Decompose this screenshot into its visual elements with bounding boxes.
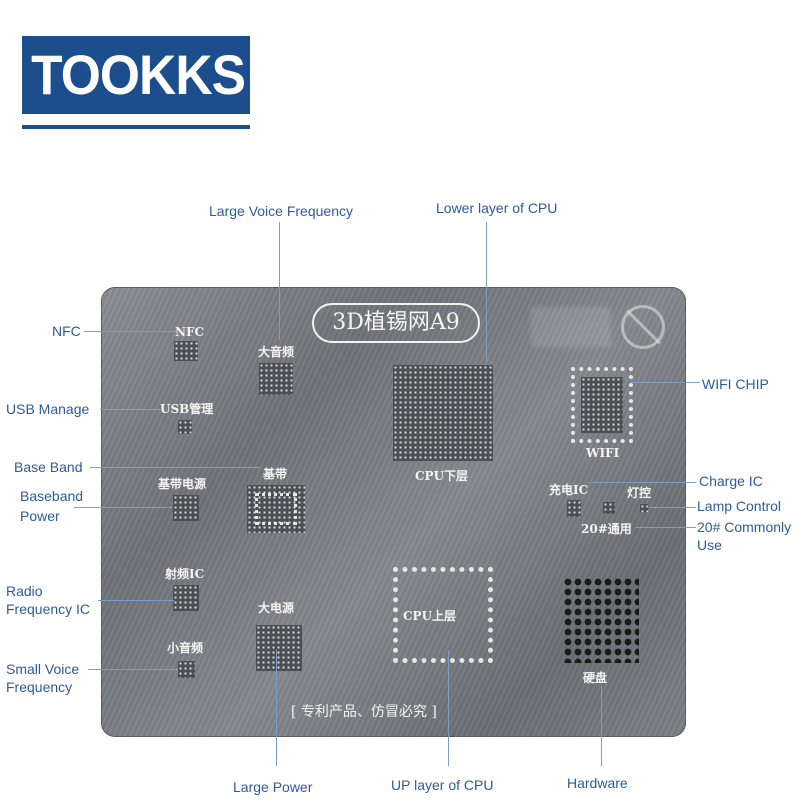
callout-small-voice-line2: Frequency xyxy=(6,679,73,695)
brand-logo-text: TOOKKS xyxy=(31,43,246,106)
logo-underline xyxy=(22,125,250,129)
callout-large-power: Large Power xyxy=(233,779,313,795)
callout-line-cpu-lower xyxy=(486,222,487,362)
plate-label-cpu-upper: CPU上层 xyxy=(403,609,457,623)
plate-label-large-power: 大电源 xyxy=(258,601,295,615)
nfc-pad xyxy=(174,341,198,361)
callout-radio-line1: Radio xyxy=(6,583,43,599)
plate-label-cpu-lower: CPU下层 xyxy=(415,469,469,483)
callout-charge: Charge IC xyxy=(699,473,763,489)
callout-cpu-upper: UP layer of CPU xyxy=(391,777,494,793)
small-voice-pad xyxy=(178,661,195,678)
plate-label-hardware: 硬盘 xyxy=(583,671,608,685)
callout-cpu-lower: Lower layer of CPU xyxy=(436,200,558,216)
hardware-hole-grid xyxy=(563,577,639,663)
baseband-frame xyxy=(255,493,297,525)
callout-common-line2: Use xyxy=(697,537,722,553)
common-pad xyxy=(603,502,615,514)
plate-label-charge-ic: 充电IC xyxy=(549,483,589,497)
callout-wifi: WIFI CHIP xyxy=(702,376,769,392)
callout-nfc: NFC xyxy=(52,323,81,339)
lamp-pad xyxy=(640,504,648,512)
large-voice-pad xyxy=(259,363,293,395)
callout-line-charge xyxy=(588,482,696,483)
baseband-power-pad xyxy=(173,495,199,521)
plate-footer: [ 专利产品、仿冒必究 ] xyxy=(291,704,437,720)
callout-line-large-voice xyxy=(279,222,280,340)
wifi-pad xyxy=(581,377,623,433)
plate-label-usb: USB管理 xyxy=(160,402,214,416)
callout-baseband-power-line2: Power xyxy=(20,508,60,524)
wifi-frame xyxy=(571,367,633,443)
plate-label-baseband-power: 基带电源 xyxy=(158,477,207,491)
stencil-plate: 3D植锡网A9 NFC USB管理 基带电源 射频IC 小音频 大音频 基带 大… xyxy=(101,287,686,737)
large-power-pad xyxy=(256,625,302,671)
plate-label-common-use: 20#通用 xyxy=(581,522,632,536)
plate-label-small-voice: 小音频 xyxy=(167,641,204,655)
plate-label-wifi: WIFI xyxy=(586,446,620,460)
callout-large-voice: Large Voice Frequency xyxy=(209,203,353,219)
brand-logo: TOOKKS xyxy=(22,36,250,114)
callout-line-base-band xyxy=(90,467,260,468)
charge-ic-pad xyxy=(567,500,581,517)
cpu-lower-pad xyxy=(393,365,493,461)
radio-ic-pad xyxy=(173,585,199,611)
prohibition-icon xyxy=(621,305,665,349)
plate-label-baseband: 基带 xyxy=(263,467,288,481)
plate-label-radio-ic: 射频IC xyxy=(165,567,205,581)
plate-title: 3D植锡网A9 xyxy=(312,303,480,343)
callout-line-wifi xyxy=(632,382,700,383)
callout-usb: USB Manage xyxy=(6,401,90,417)
cpu-upper-frame xyxy=(393,567,493,663)
callout-hardware: Hardware xyxy=(567,775,628,791)
callout-radio-line2: Frequency IC xyxy=(6,601,91,617)
callout-line-cpu-upper xyxy=(448,650,449,766)
callout-line-usb xyxy=(100,409,160,410)
callout-line-radio xyxy=(98,600,174,601)
callout-line-small-voice xyxy=(88,669,178,670)
callout-baseband-power-line1: Baseband xyxy=(20,488,84,504)
plate-label-nfc: NFC xyxy=(175,325,205,339)
blurred-tag xyxy=(531,307,611,347)
callout-line-common xyxy=(636,527,696,528)
callout-line-hardware xyxy=(601,686,602,766)
callout-line-lamp xyxy=(650,507,696,508)
plate-label-large-voice: 大音频 xyxy=(258,345,295,359)
callout-line-nfc xyxy=(84,331,176,332)
plate-label-lamp: 灯控 xyxy=(627,486,652,500)
callout-common-line1: 20# Commonly xyxy=(697,519,792,535)
usb-pad xyxy=(178,420,192,434)
callout-small-voice-line1: Small Voice xyxy=(6,661,80,677)
callout-line-baseband-power xyxy=(74,507,172,508)
callout-lamp: Lamp Control xyxy=(697,498,782,514)
callout-base-band: Base Band xyxy=(14,459,83,475)
callout-line-large-power xyxy=(276,650,277,766)
